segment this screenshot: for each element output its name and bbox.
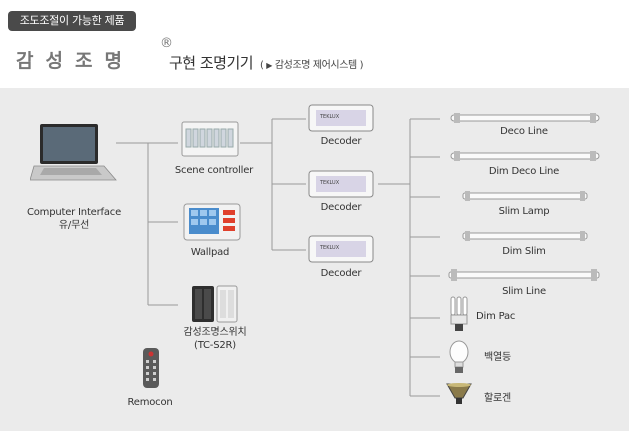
computer-label-line1: Computer Interface xyxy=(26,207,122,218)
computer-label-line2: 유/무선 xyxy=(58,220,90,231)
decoder-label-3: Decoder xyxy=(320,268,362,279)
dim-deco-line-icon xyxy=(450,151,600,161)
light-label-slim-lamp: Slim Lamp xyxy=(498,206,550,217)
decoder-icon-3: TEKLUX xyxy=(308,235,374,263)
paren-close: ) xyxy=(359,60,364,71)
switch-icon xyxy=(192,285,238,323)
deco-line-icon xyxy=(450,113,600,123)
wallpad-label: Wallpad xyxy=(190,247,230,258)
light-label-dim-pac: Dim Pac xyxy=(476,311,516,322)
decoder-icon-1: TEKLUX xyxy=(308,104,374,132)
halogen-bulb-icon xyxy=(446,383,472,404)
slim-line-icon xyxy=(448,269,600,281)
light-label-dim-slim: Dim Slim xyxy=(502,246,546,257)
light-label-deco-line: Deco Line xyxy=(500,126,548,137)
product-badge: 조도조절이 가능한 제품 xyxy=(8,11,136,31)
incandescent-bulb-icon xyxy=(449,340,469,373)
decoder-label-2: Decoder xyxy=(320,202,362,213)
switch-label: 감성조명스위치 (TC-S2R) xyxy=(160,326,270,352)
title-paren: ( ▶ 감성조명 제어시스템 ) xyxy=(260,56,363,71)
remote-icon xyxy=(143,348,159,388)
paren-open: ( xyxy=(260,60,264,71)
laptop-icon xyxy=(30,124,117,181)
switch-label-line1: 감성조명스위치 xyxy=(183,327,247,338)
light-label-halogen: 할로겐 xyxy=(484,393,511,404)
light-label-incandescent: 백열등 xyxy=(484,352,511,363)
decoder-icon-2: TEKLUX xyxy=(308,170,374,198)
wallpad-icon xyxy=(183,203,241,241)
switch-label-line2: (TC-S2R) xyxy=(194,340,236,351)
scene-controller-label: Scene controller xyxy=(174,165,254,176)
paren-text: 감성조명 제어시스템 xyxy=(274,60,357,71)
remocon-label: Remocon xyxy=(127,397,173,408)
decoder-brand-1: TEKLUX xyxy=(319,114,340,120)
decoder-brand-3: TEKLUX xyxy=(319,245,340,251)
light-label-slim-line: Slim Line xyxy=(502,286,546,297)
triangle-icon: ▶ xyxy=(266,61,273,70)
dim-pac-bulb-icon xyxy=(450,296,468,331)
slim-lamp-icon xyxy=(462,191,588,201)
decoder-label-1: Decoder xyxy=(320,136,362,147)
dim-slim-icon xyxy=(462,231,588,241)
computer-label: Computer Interface 유/무선 xyxy=(16,206,132,232)
title-sub: 구현 조명기기 xyxy=(169,54,254,72)
scene-controller-icon xyxy=(181,121,239,157)
decoder-brand-2: TEKLUX xyxy=(319,180,340,186)
registered-mark: ® xyxy=(160,36,173,51)
light-label-dim-deco-line: Dim Deco Line xyxy=(488,166,560,177)
title-main: 감성조명 xyxy=(16,50,134,72)
